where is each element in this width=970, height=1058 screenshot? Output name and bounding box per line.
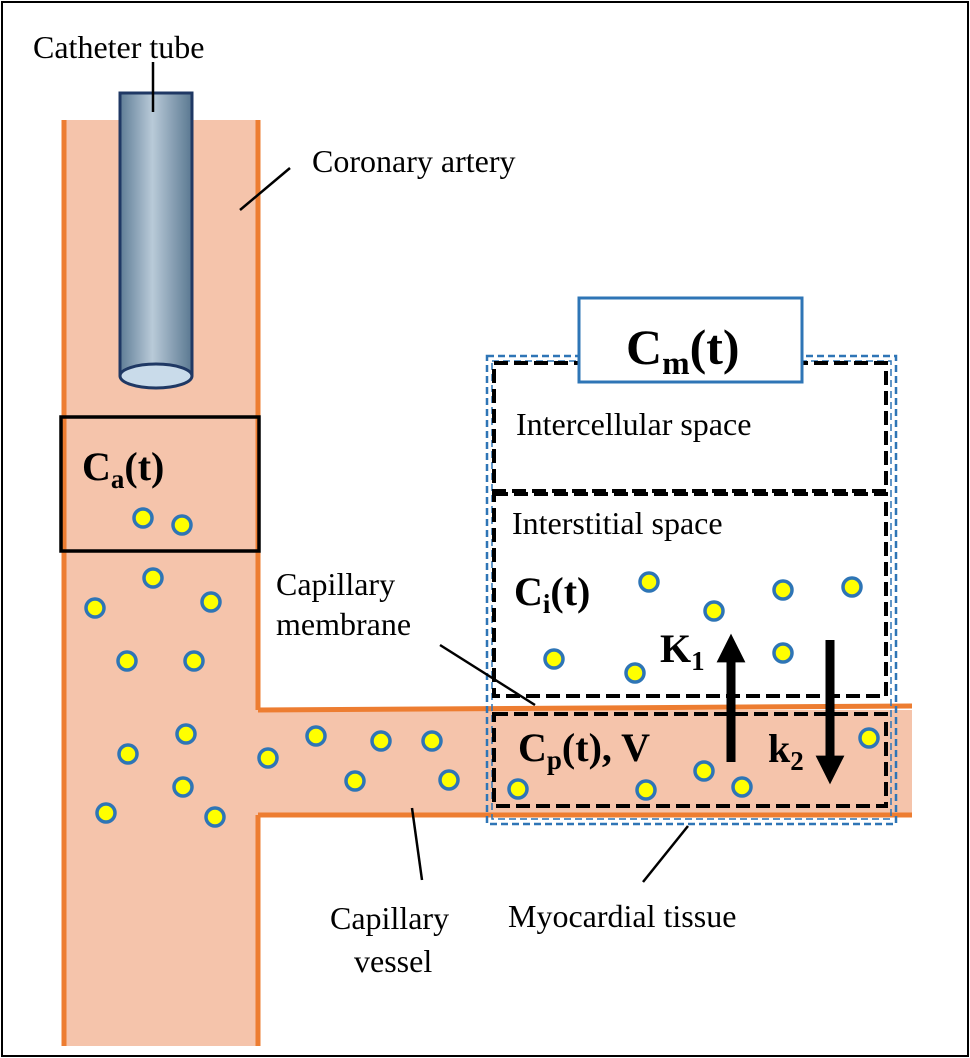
tracer-particle bbox=[84, 597, 106, 619]
ca-symbol: Ca(t) bbox=[82, 444, 164, 494]
tracer-particle bbox=[200, 591, 222, 613]
capillary-membrane-label-2: membrane bbox=[276, 606, 411, 642]
tracer-particle bbox=[507, 778, 529, 800]
vessel-walls bbox=[61, 120, 913, 1046]
myocardial-tissue-label: Myocardial tissue bbox=[508, 898, 736, 934]
tracer-particle bbox=[772, 579, 794, 601]
cm-symbol: Cm(t) bbox=[626, 319, 740, 382]
catheter-tube-label: Catheter tube bbox=[33, 29, 204, 65]
tracer-particle bbox=[421, 730, 443, 752]
intercellular-space-box bbox=[492, 361, 888, 493]
tracer-particle bbox=[841, 576, 863, 598]
tracer-particle bbox=[171, 514, 193, 536]
membrane-leader bbox=[439, 643, 536, 707]
k2-symbol: k2 bbox=[768, 726, 804, 776]
tracer-particle bbox=[858, 727, 880, 749]
ca-box bbox=[59, 415, 261, 553]
ci-symbol: Ci(t) bbox=[514, 569, 590, 619]
tracer-particle bbox=[370, 730, 392, 752]
interstitial-space-label: Interstitial space bbox=[512, 505, 723, 541]
cm-box bbox=[577, 296, 804, 384]
tracer-particle bbox=[638, 571, 660, 593]
tracer-particle bbox=[772, 642, 794, 664]
tracer-particle bbox=[117, 743, 139, 765]
capillary-vessel-label-2: vessel bbox=[354, 943, 432, 979]
tracer-particle bbox=[183, 650, 205, 672]
tracer-particle bbox=[635, 779, 657, 801]
k1-symbol: K1 bbox=[660, 626, 705, 676]
tissue-leader bbox=[642, 825, 689, 883]
capillary-membrane-label-1: Capillary bbox=[276, 566, 395, 602]
cp-symbol: Cp(t), V bbox=[518, 725, 650, 775]
tracer-particles bbox=[84, 507, 880, 828]
tracer-particle bbox=[257, 747, 279, 769]
artery-leader bbox=[239, 167, 291, 211]
tracer-particle bbox=[142, 567, 164, 589]
tracer-particle bbox=[344, 770, 366, 792]
tracer-particle bbox=[116, 650, 138, 672]
capillary-top-wall bbox=[257, 703, 913, 713]
catheter-tube bbox=[118, 91, 194, 390]
leader-lines bbox=[151, 62, 689, 883]
vessel-leader bbox=[410, 807, 424, 881]
tracer-particle bbox=[624, 662, 646, 684]
plasma-compartment-box bbox=[492, 712, 888, 808]
tracer-particle bbox=[132, 507, 154, 529]
coronary-artery-label: Coronary artery bbox=[312, 143, 515, 179]
tracer-particle bbox=[172, 776, 194, 798]
tracer-particle bbox=[204, 806, 226, 828]
capillary-vessel-label-1: Capillary bbox=[330, 900, 449, 936]
tracer-particle bbox=[305, 725, 327, 747]
intercellular-space-label: Intercellular space bbox=[516, 406, 751, 442]
tracer-particle bbox=[175, 723, 197, 745]
tracer-particle bbox=[95, 802, 117, 824]
tracer-particle bbox=[693, 760, 715, 782]
tracer-particle bbox=[543, 648, 565, 670]
tracer-particle bbox=[731, 776, 753, 798]
tracer-particle bbox=[438, 769, 460, 791]
tracer-particle bbox=[703, 600, 725, 622]
